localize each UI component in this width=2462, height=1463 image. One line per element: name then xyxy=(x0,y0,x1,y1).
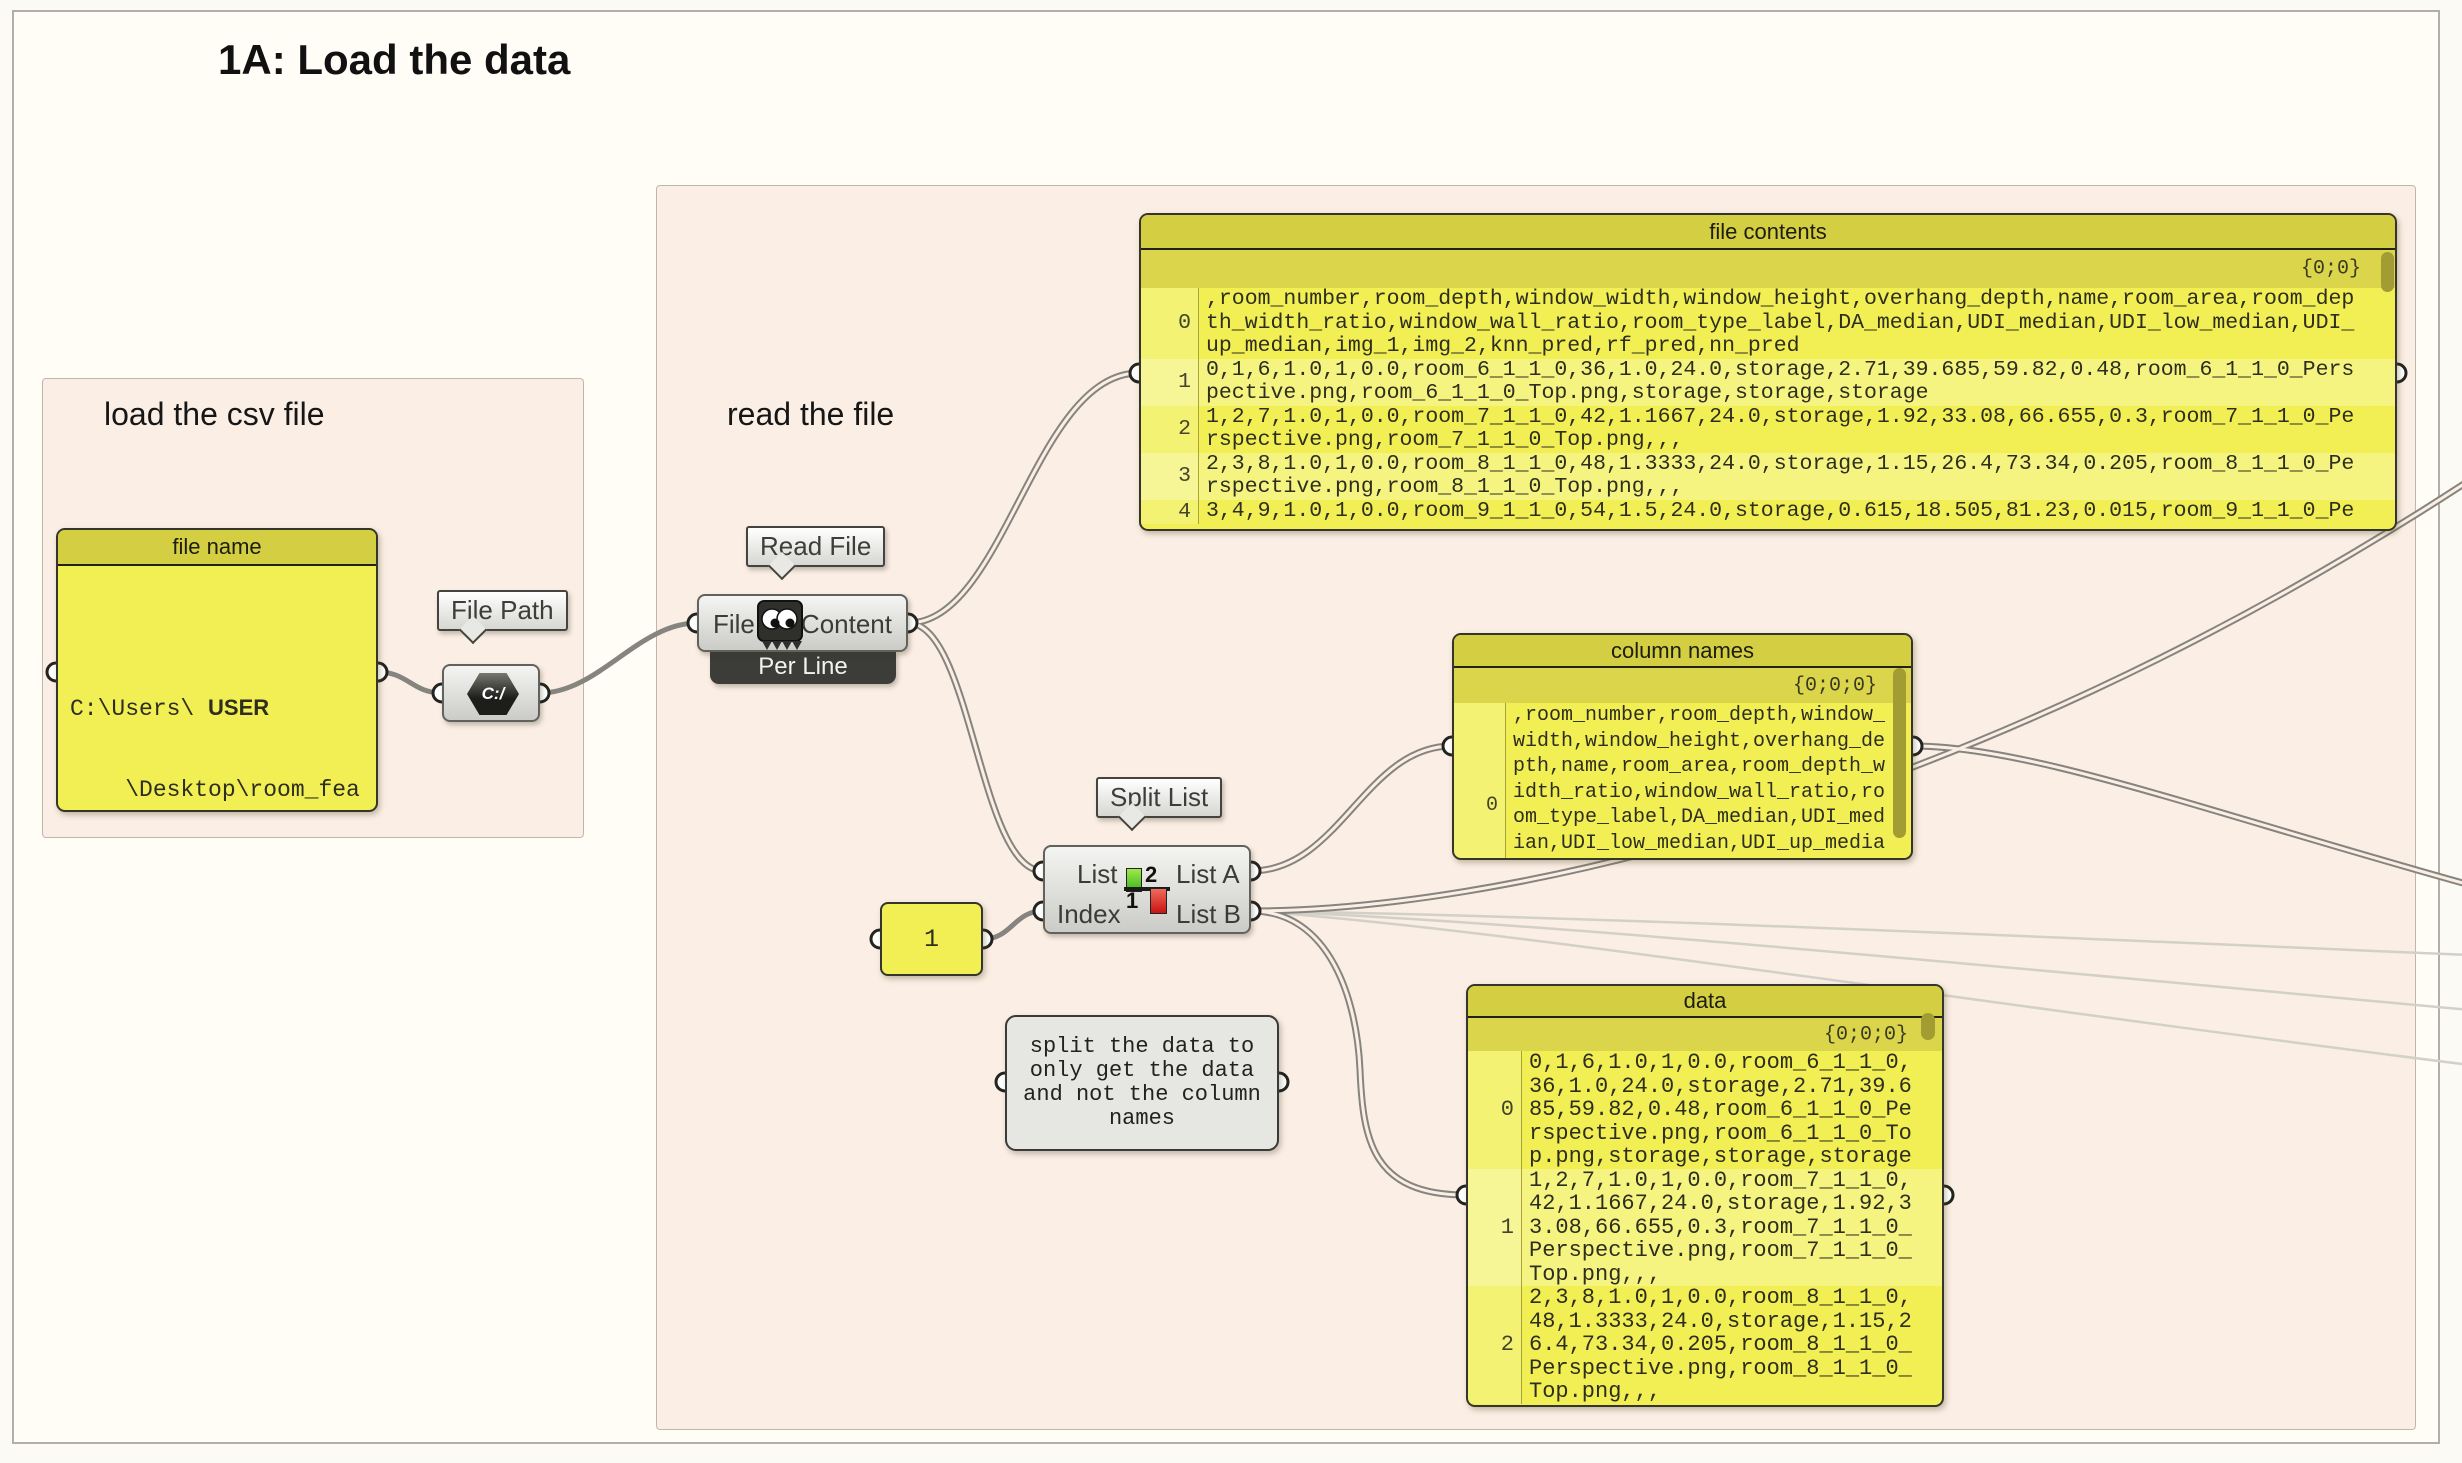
row-index: 3 xyxy=(1141,452,1199,500)
wire-inner xyxy=(1249,744,1454,873)
data-panel-header: data xyxy=(1468,986,1942,1018)
wire-inner xyxy=(1249,909,1468,1197)
row-text: 1,2,7,1.0,1,0.0,room_7_1_1_0,42,1.1667,2… xyxy=(1529,1167,1912,1287)
column-names-scrollbar[interactable] xyxy=(1893,668,1906,838)
file-path-tooltip-label: File Path xyxy=(437,590,568,631)
data-tree-path: {0;0;0} xyxy=(1823,1023,1908,1046)
wire-inner xyxy=(906,371,1141,625)
file-path-line2: \Desktop\room_fea xyxy=(70,777,360,803)
read-file-option-banner[interactable]: Per Line xyxy=(710,650,896,684)
file-contents-scrollbar[interactable] xyxy=(2381,252,2394,292)
read-file-icon xyxy=(757,600,803,650)
split-list-component[interactable]: List Index List A List B 2 1 xyxy=(1043,845,1251,934)
file-path-prefix: C:\Users\ xyxy=(70,696,209,722)
row-text: ,room_number,room_depth,window_width,win… xyxy=(1206,287,2355,358)
data-path-bar: {0;0;0} xyxy=(1468,1018,1942,1051)
column-names-path-bar: {0;0;0} xyxy=(1454,668,1911,703)
file-contents-rows: 0,room_number,room_depth,window_width,wi… xyxy=(1141,287,2395,524)
file-contents-path-bar: {0;0} xyxy=(1141,250,2395,288)
split-list-icon-bar xyxy=(1124,887,1170,891)
wire-faint-2 xyxy=(1249,909,2462,1011)
file-path-component[interactable]: C:/ xyxy=(442,664,540,722)
split-list-tooltip: Split List xyxy=(1096,777,1223,832)
file-name-text[interactable]: C:\Users\ USER \Desktop\room_fea tures_w… xyxy=(58,566,376,810)
row-index: 0 xyxy=(1468,1051,1522,1169)
comment-panel[interactable]: split the data to only get the data and … xyxy=(1005,1015,1279,1151)
read-file-tooltip-label: Read File xyxy=(746,526,886,567)
row-text: 2,3,8,1.0,1,0.0,room_8_1_1_0,48,1.3333,2… xyxy=(1529,1285,1912,1404)
split-list-icon-2: 2 xyxy=(1145,862,1158,887)
row-text: 2,3,8,1.0,1,0.0,room_8_1_1_0,48,1.3333,2… xyxy=(1206,451,2355,499)
column-names-panel[interactable]: column names {0;0;0} 0,room_number,room_… xyxy=(1452,633,1913,860)
split-list-index-label: Index xyxy=(1057,899,1121,929)
row-index: 1 xyxy=(1468,1168,1522,1286)
split-list-icon: 2 1 xyxy=(1124,862,1170,914)
wire-inner xyxy=(1911,744,2462,885)
panel-row: 0,room_number,room_depth,window_width,wi… xyxy=(1141,287,2395,359)
comment-text: split the data to only get the data and … xyxy=(1023,1034,1261,1131)
row-index: 0 xyxy=(1141,288,1199,359)
panel-row: 4 3,4,9,1.0,1,0.0,room_9_1_1_0,54,1.5,24.… xyxy=(1141,498,2395,524)
split-list-list-label: List xyxy=(1077,859,1118,889)
row-index: 2 xyxy=(1468,1286,1522,1404)
data-scrollbar[interactable] xyxy=(1921,1013,1935,1040)
read-file-tooltip: Read File xyxy=(746,526,886,581)
split-list-lista-label: List A xyxy=(1176,859,1240,889)
wire-inner xyxy=(906,621,1045,873)
file-path-user: USER xyxy=(208,695,270,720)
file-name-panel[interactable]: file name C:\Users\ USER \Desktop\room_f… xyxy=(56,528,378,812)
wire-faint-1 xyxy=(1249,909,2462,956)
wire-faint-3 xyxy=(1249,909,2462,1066)
read-file-component[interactable]: File Content xyxy=(697,594,908,652)
split-list-tooltip-label: Split List xyxy=(1096,777,1223,818)
wire-content-to-filecontents xyxy=(904,369,1143,627)
row-text: ,room_number,room_depth,window_width,win… xyxy=(1513,704,1886,858)
column-names-panel-header: column names xyxy=(1454,635,1911,668)
file-name-panel-header: file name xyxy=(58,530,376,566)
row-text: 0,1,6,1.0,1,0.0,room_6_1_1_0,36,1.0,24.0… xyxy=(1206,357,2355,405)
group-label-load-csv: load the csv file xyxy=(104,396,325,432)
row-text: 3,4,9,1.0,1,0.0,room_9_1_1_0,54,1.5,24.0… xyxy=(1206,498,2355,523)
row-text: 1,2,7,1.0,1,0.0,room_7_1_1_0,42,1.1667,2… xyxy=(1206,404,2355,452)
read-file-output-label: Content xyxy=(800,609,892,639)
row-index: 0 xyxy=(1454,703,1506,858)
group-label-read-file: read the file xyxy=(727,396,895,432)
data-tree-path: {0;0} xyxy=(2300,257,2361,281)
read-file-input-label: File xyxy=(713,609,755,639)
file-path-icon-label: C:/ xyxy=(481,684,505,703)
row-index: 1 xyxy=(1141,358,1199,406)
split-list-icon-red-bar xyxy=(1150,888,1167,914)
row-index: 2 xyxy=(1141,405,1199,453)
split-list-icon-1: 1 xyxy=(1126,888,1139,913)
index-value: 1 xyxy=(923,924,939,954)
row-text: 0,1,6,1.0,1,0.0,room_6_1_1_0,36,1.0,24.0… xyxy=(1529,1050,1912,1169)
file-contents-panel-header: file contents xyxy=(1141,215,2395,250)
page-title: 1A: Load the data xyxy=(218,36,571,83)
column-names-rows: 0,room_number,room_depth,window_width,wi… xyxy=(1454,703,1911,858)
split-list-listb-label: List B xyxy=(1176,899,1242,929)
index-value-panel[interactable]: 1 xyxy=(880,902,983,976)
file-path-tooltip: File Path xyxy=(437,590,568,645)
split-list-icon-green-bar xyxy=(1126,868,1142,892)
panel-row: 0,room_number,room_depth,window_width,wi… xyxy=(1454,703,1911,858)
wire-filepath-to-readfile xyxy=(537,620,700,696)
data-tree-path: {0;0;0} xyxy=(1792,674,1877,697)
wire-columnnames-offscreen xyxy=(1909,742,2462,887)
file-contents-panel[interactable]: file contents {0;0} 0,room_number,room_d… xyxy=(1139,213,2397,531)
row-index: 4 xyxy=(1141,499,1199,524)
file-path-icon: C:/ xyxy=(467,673,519,715)
